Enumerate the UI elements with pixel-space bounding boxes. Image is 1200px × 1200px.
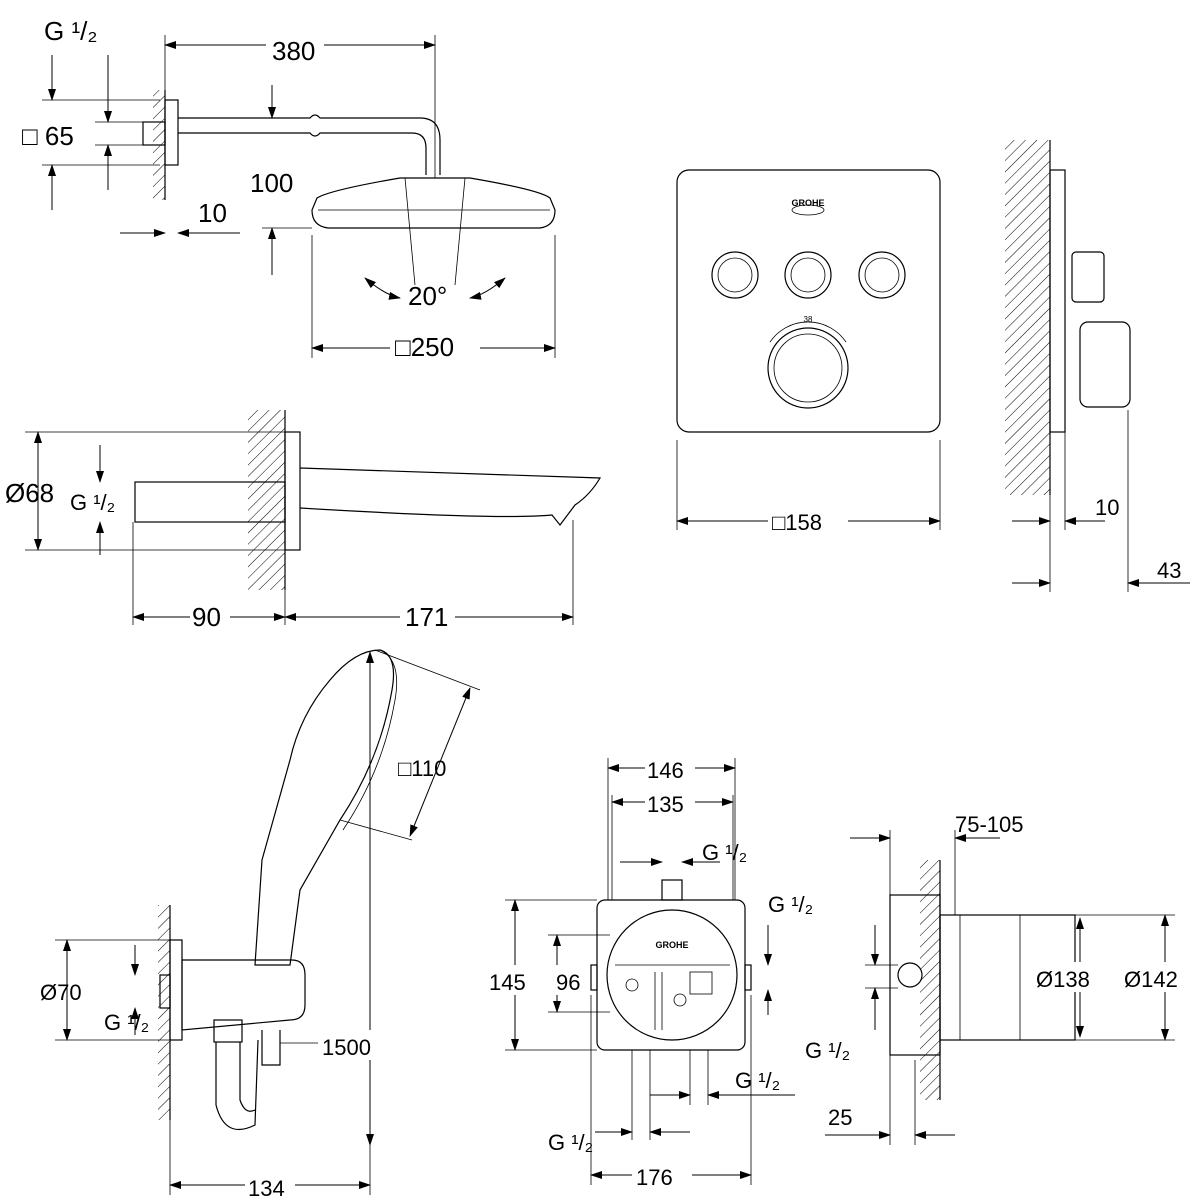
spout-view: Ø68 G ¹/₂ 90 171	[5, 410, 602, 632]
dim-arm-thread: G ¹/₂	[44, 16, 97, 46]
dim-box-height-outer: 145	[489, 970, 526, 995]
dim-arm-offset: 10	[198, 198, 227, 228]
shower-arm-view: 380 G ¹/₂ □ 65 100 10 20° □250	[22, 16, 556, 362]
concealed-box-front-view: GROHE 146 135 G ¹/₂ G ¹/₂ 145 96 G ¹/₂ G…	[488, 752, 813, 1190]
dim-install-depth: 75-105	[955, 812, 1024, 837]
dim-box-width-total: 176	[636, 1165, 673, 1190]
dim-spout-depth: 90	[192, 602, 221, 632]
dim-side-offset: 25	[828, 1105, 852, 1130]
thermostat-knob	[767, 327, 849, 409]
control-panel-view: GROHE 38 □158 10 43	[676, 140, 1190, 592]
dim-spout-thread: G ¹/₂	[70, 490, 115, 515]
outlet-button-3	[858, 251, 906, 299]
connector	[142, 121, 166, 146]
dim-box-thread-top: G ¹/₂	[702, 840, 747, 865]
outlet-button-2	[784, 251, 832, 299]
dim-head-size: □110	[398, 756, 446, 781]
dim-box-height-inner: 96	[556, 970, 580, 995]
dim-holder-thread: G ¹/₂	[104, 1010, 149, 1035]
hand-shower	[254, 649, 395, 966]
dim-arm-length: 380	[272, 36, 315, 66]
dim-box-width-outer: 146	[647, 758, 684, 783]
spout-body	[299, 467, 602, 526]
dim-diameter-inner: Ø138	[1036, 967, 1090, 992]
dim-box-width-inner: 135	[647, 792, 684, 817]
shower-head	[311, 177, 556, 229]
panel-plate	[676, 169, 941, 433]
shower-arm	[178, 114, 441, 175]
concealed-box-side-view: 75-105 Ø138 Ø142 G ¹/₂ 25	[805, 812, 1200, 1145]
dim-spout-projection: 171	[405, 602, 448, 632]
dim-box-thread-bottom-right: G ¹/₂	[735, 1068, 780, 1093]
dim-holder-diameter: Ø70	[40, 980, 82, 1005]
panel-logo: GROHE	[791, 198, 824, 208]
side-button	[1071, 251, 1105, 303]
dim-box-thread-bottom-left: G ¹/₂	[548, 1130, 593, 1155]
arm-flange	[164, 99, 179, 166]
dim-spout-diameter: Ø68	[5, 478, 54, 508]
dim-side-thread: G ¹/₂	[805, 1038, 850, 1063]
dim-hose-length: 1500	[322, 1035, 371, 1060]
holder	[181, 959, 306, 1031]
dim-total-depth: 43	[1157, 558, 1181, 583]
side-knob	[1079, 321, 1131, 408]
box-logo: GROHE	[655, 940, 688, 950]
dim-hand-shower-width: 134	[248, 1176, 285, 1200]
hose-nut	[213, 1019, 243, 1043]
outlet-buttons	[711, 251, 906, 299]
spout-inlet-pipe	[134, 481, 286, 523]
dim-arm-height: 100	[250, 168, 293, 198]
dim-head-size: □250	[395, 332, 454, 362]
hand-shower-view: □110 1500 Ø70 G ¹/₂ 134	[40, 649, 481, 1200]
dim-panel-size: □158	[772, 510, 822, 535]
dim-spray-angle: 20°	[408, 281, 447, 311]
dim-box-thread-right: G ¹/₂	[768, 892, 813, 917]
panel-side-plate	[1049, 169, 1066, 433]
dim-diameter-outer: Ø142	[1124, 967, 1178, 992]
temp-mark: 38	[804, 315, 813, 324]
dim-flange-size: □ 65	[22, 121, 74, 151]
spout-flange	[284, 431, 301, 551]
outlet-button-1	[711, 251, 759, 299]
box-body	[596, 899, 746, 1051]
dim-plate-depth: 10	[1095, 495, 1119, 520]
